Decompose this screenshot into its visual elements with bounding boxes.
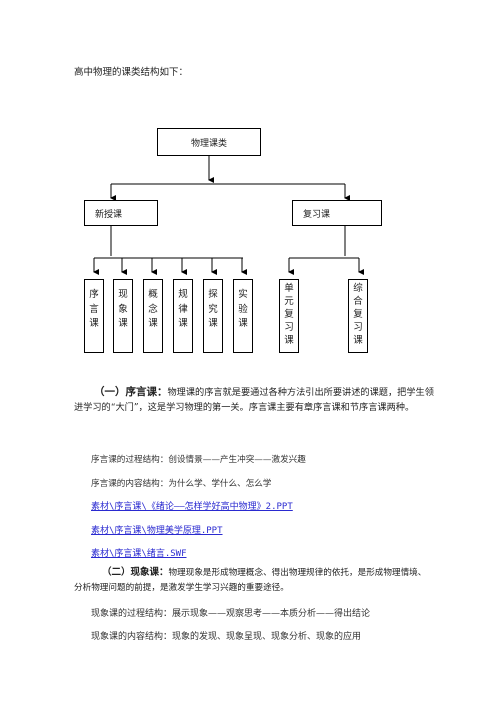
char: 实 [238, 289, 248, 300]
char: 复 [284, 309, 294, 320]
char: 验 [238, 303, 248, 315]
section2-content: 现象课的内容结构：现象的发现、现象呈现、现象分析、现象的应用 [91, 632, 362, 642]
section1-process: 序言课的过程结构：创设情景——产生冲突——激发兴趣 [91, 455, 306, 465]
link-intro-swf[interactable]: 素材\序言课\绪言.SWF [91, 549, 187, 559]
char: 课 [238, 318, 248, 329]
new-lesson-box: 新授课 [84, 200, 158, 226]
structure-diagram [93, 156, 364, 275]
char: 合 [353, 296, 363, 307]
char: 课 [208, 318, 218, 329]
unit-review-box: 单 元 复 习 课 [279, 279, 299, 353]
char: 究 [208, 303, 218, 315]
char: 现 [118, 289, 128, 300]
new-lesson-label: 新授课 [95, 209, 123, 220]
char: 习 [353, 322, 363, 333]
char: 单 [284, 283, 294, 294]
section2-process: 现象课的过程结构：展示现象——观察思考——本质分析——得出结论 [91, 609, 371, 619]
char: 律 [178, 303, 188, 315]
char: 探 [208, 289, 218, 300]
link-intro-ppt[interactable]: 素材\序言课\《绪论——怎样学好高中物理》2.PPT [91, 502, 293, 512]
section1-paragraph: （一）序言课：物理课的序言就是要通过各种方法引出所要讲述的课题，把学生领进学习的… [74, 385, 434, 415]
char: 概 [148, 289, 158, 300]
review-lesson-box: 复习课 [292, 200, 382, 226]
concept-lesson-box: 概 念 课 [143, 279, 163, 353]
char: 序 [89, 289, 99, 300]
colon: ： [159, 567, 169, 578]
char: 象 [118, 303, 128, 315]
section2-paragraph: （二）现象课：物理现象是形成物理概念、得出物理规律的依托，是形成物理情境、分析物… [74, 566, 434, 595]
section2-heading: （二）现象课 [102, 567, 160, 578]
section1-heading: （一）序言课 [94, 386, 157, 398]
preface-lesson-box: 序 言 课 [84, 279, 104, 353]
char: 复 [353, 309, 363, 320]
char: 言 [89, 303, 99, 315]
colon: ： [157, 386, 168, 398]
inquiry-lesson-box: 探 究 课 [203, 279, 223, 353]
review-lesson-label: 复习课 [303, 209, 331, 220]
char: 元 [284, 296, 294, 307]
section1-text: 物理课的序言就是要通过各种方法引出所要讲述的课题，把学生领进学习的“大门”，这是… [74, 387, 434, 413]
law-lesson-box: 规 律 课 [173, 279, 193, 353]
char: 课 [353, 335, 363, 346]
root-box: 物理课类 [157, 128, 261, 156]
comprehensive-review-box: 综 合 复 习 课 [348, 279, 368, 353]
char: 念 [148, 303, 158, 315]
char: 课 [89, 318, 99, 329]
section2-text: 物理现象是形成物理概念、得出物理规律的依托，是形成物理情境、分析物理问题的前提，… [74, 568, 427, 593]
char: 综 [353, 283, 363, 294]
link-aesthetics-ppt[interactable]: 素材\序言课\物理美学原理.PPT [91, 526, 223, 536]
intro-text: 高中物理的课类结构如下： [74, 67, 189, 78]
phenomenon-lesson-box: 现 象 课 [113, 279, 133, 353]
char: 课 [178, 318, 188, 329]
char: 习 [284, 322, 294, 333]
char: 课 [148, 318, 158, 329]
char: 课 [284, 335, 294, 346]
char: 课 [118, 318, 128, 329]
root-label: 物理课类 [190, 138, 227, 149]
experiment-lesson-box: 实 验 课 [233, 279, 253, 353]
char: 规 [178, 289, 188, 300]
section1-content: 序言课的内容结构：为什么学、学什么、怎么学 [91, 479, 272, 489]
